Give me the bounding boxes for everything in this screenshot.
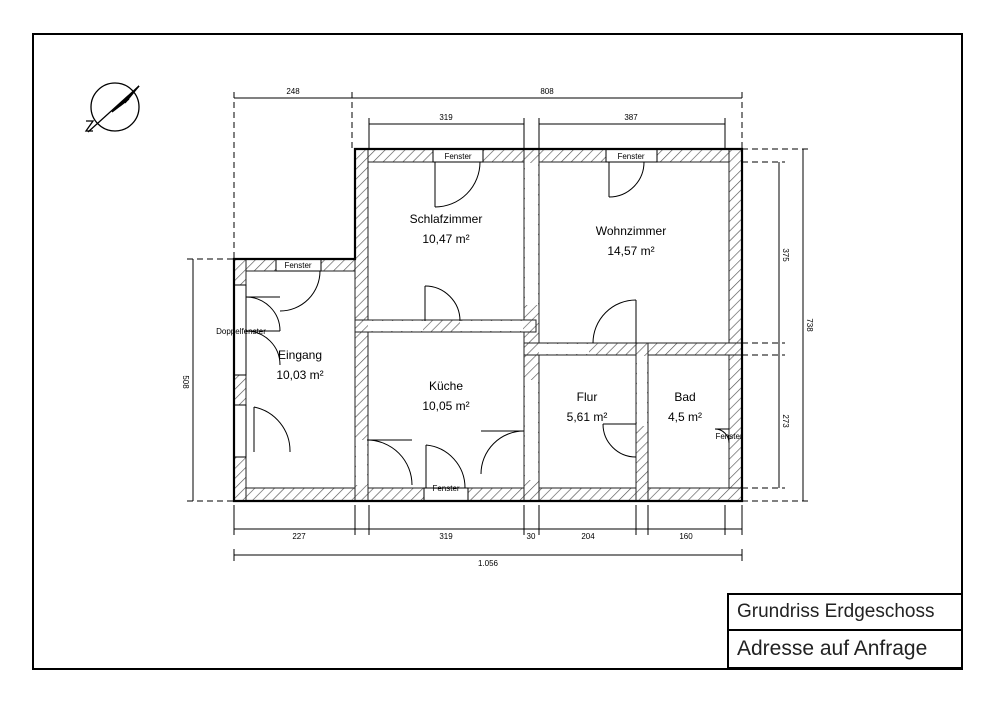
dim-top-right: 808 [540, 87, 554, 96]
dim-wohnzimmer-width: 387 [624, 113, 638, 122]
dim-bottom-wall: 30 [527, 532, 536, 541]
title-block-address: Adresse auf Anfrage [727, 629, 963, 669]
window-label-schlafzimmer: Fenster [444, 152, 471, 161]
room-name-flur: Flur [577, 390, 598, 404]
dim-right-total: 738 [805, 318, 814, 332]
room-area-bad: 4,5 m² [668, 410, 702, 424]
room-name-schlafzimmer: Schlafzimmer [410, 212, 483, 226]
dim-bottom-kueche: 319 [439, 532, 453, 541]
dim-right-lower: 273 [781, 414, 790, 428]
room-name-kueche: Küche [429, 379, 463, 393]
window-label-wohnzimmer: Fenster [617, 152, 644, 161]
room-name-bad: Bad [674, 390, 695, 404]
dim-total-width: 1.056 [478, 559, 499, 568]
window-label-kueche: Fenster [432, 484, 459, 493]
dim-schlafzimmer-width: 319 [439, 113, 453, 122]
room-area-kueche: 10,05 m² [422, 399, 469, 413]
window-label-eingang: Fenster [284, 261, 311, 270]
north-arrow-icon [84, 82, 140, 133]
dim-left-height: 508 [181, 375, 190, 389]
dim-bottom-bad: 160 [679, 532, 693, 541]
room-area-flur: 5,61 m² [567, 410, 608, 424]
dim-top-left: 248 [286, 87, 300, 96]
room-name-wohnzimmer: Wohnzimmer [596, 224, 666, 238]
dim-right-upper: 375 [781, 248, 790, 262]
room-area-eingang: 10,03 m² [276, 368, 323, 382]
drawing-frame [32, 33, 963, 670]
room-name-eingang: Eingang [278, 348, 322, 362]
room-area-wohnzimmer: 14,57 m² [607, 244, 654, 258]
room-area-schlafzimmer: 10,47 m² [422, 232, 469, 246]
dimension-lines [187, 92, 809, 561]
window-label-bad: Fenster [715, 432, 742, 441]
dim-bottom-eingang: 227 [292, 532, 306, 541]
wall-openings [356, 163, 647, 485]
double-window-label: Doppelfenster [216, 327, 266, 336]
title-block-heading: Grundriss Erdgeschoss [727, 593, 963, 631]
dim-bottom-flur: 204 [581, 532, 595, 541]
windows [233, 148, 658, 502]
doors [245, 161, 730, 489]
